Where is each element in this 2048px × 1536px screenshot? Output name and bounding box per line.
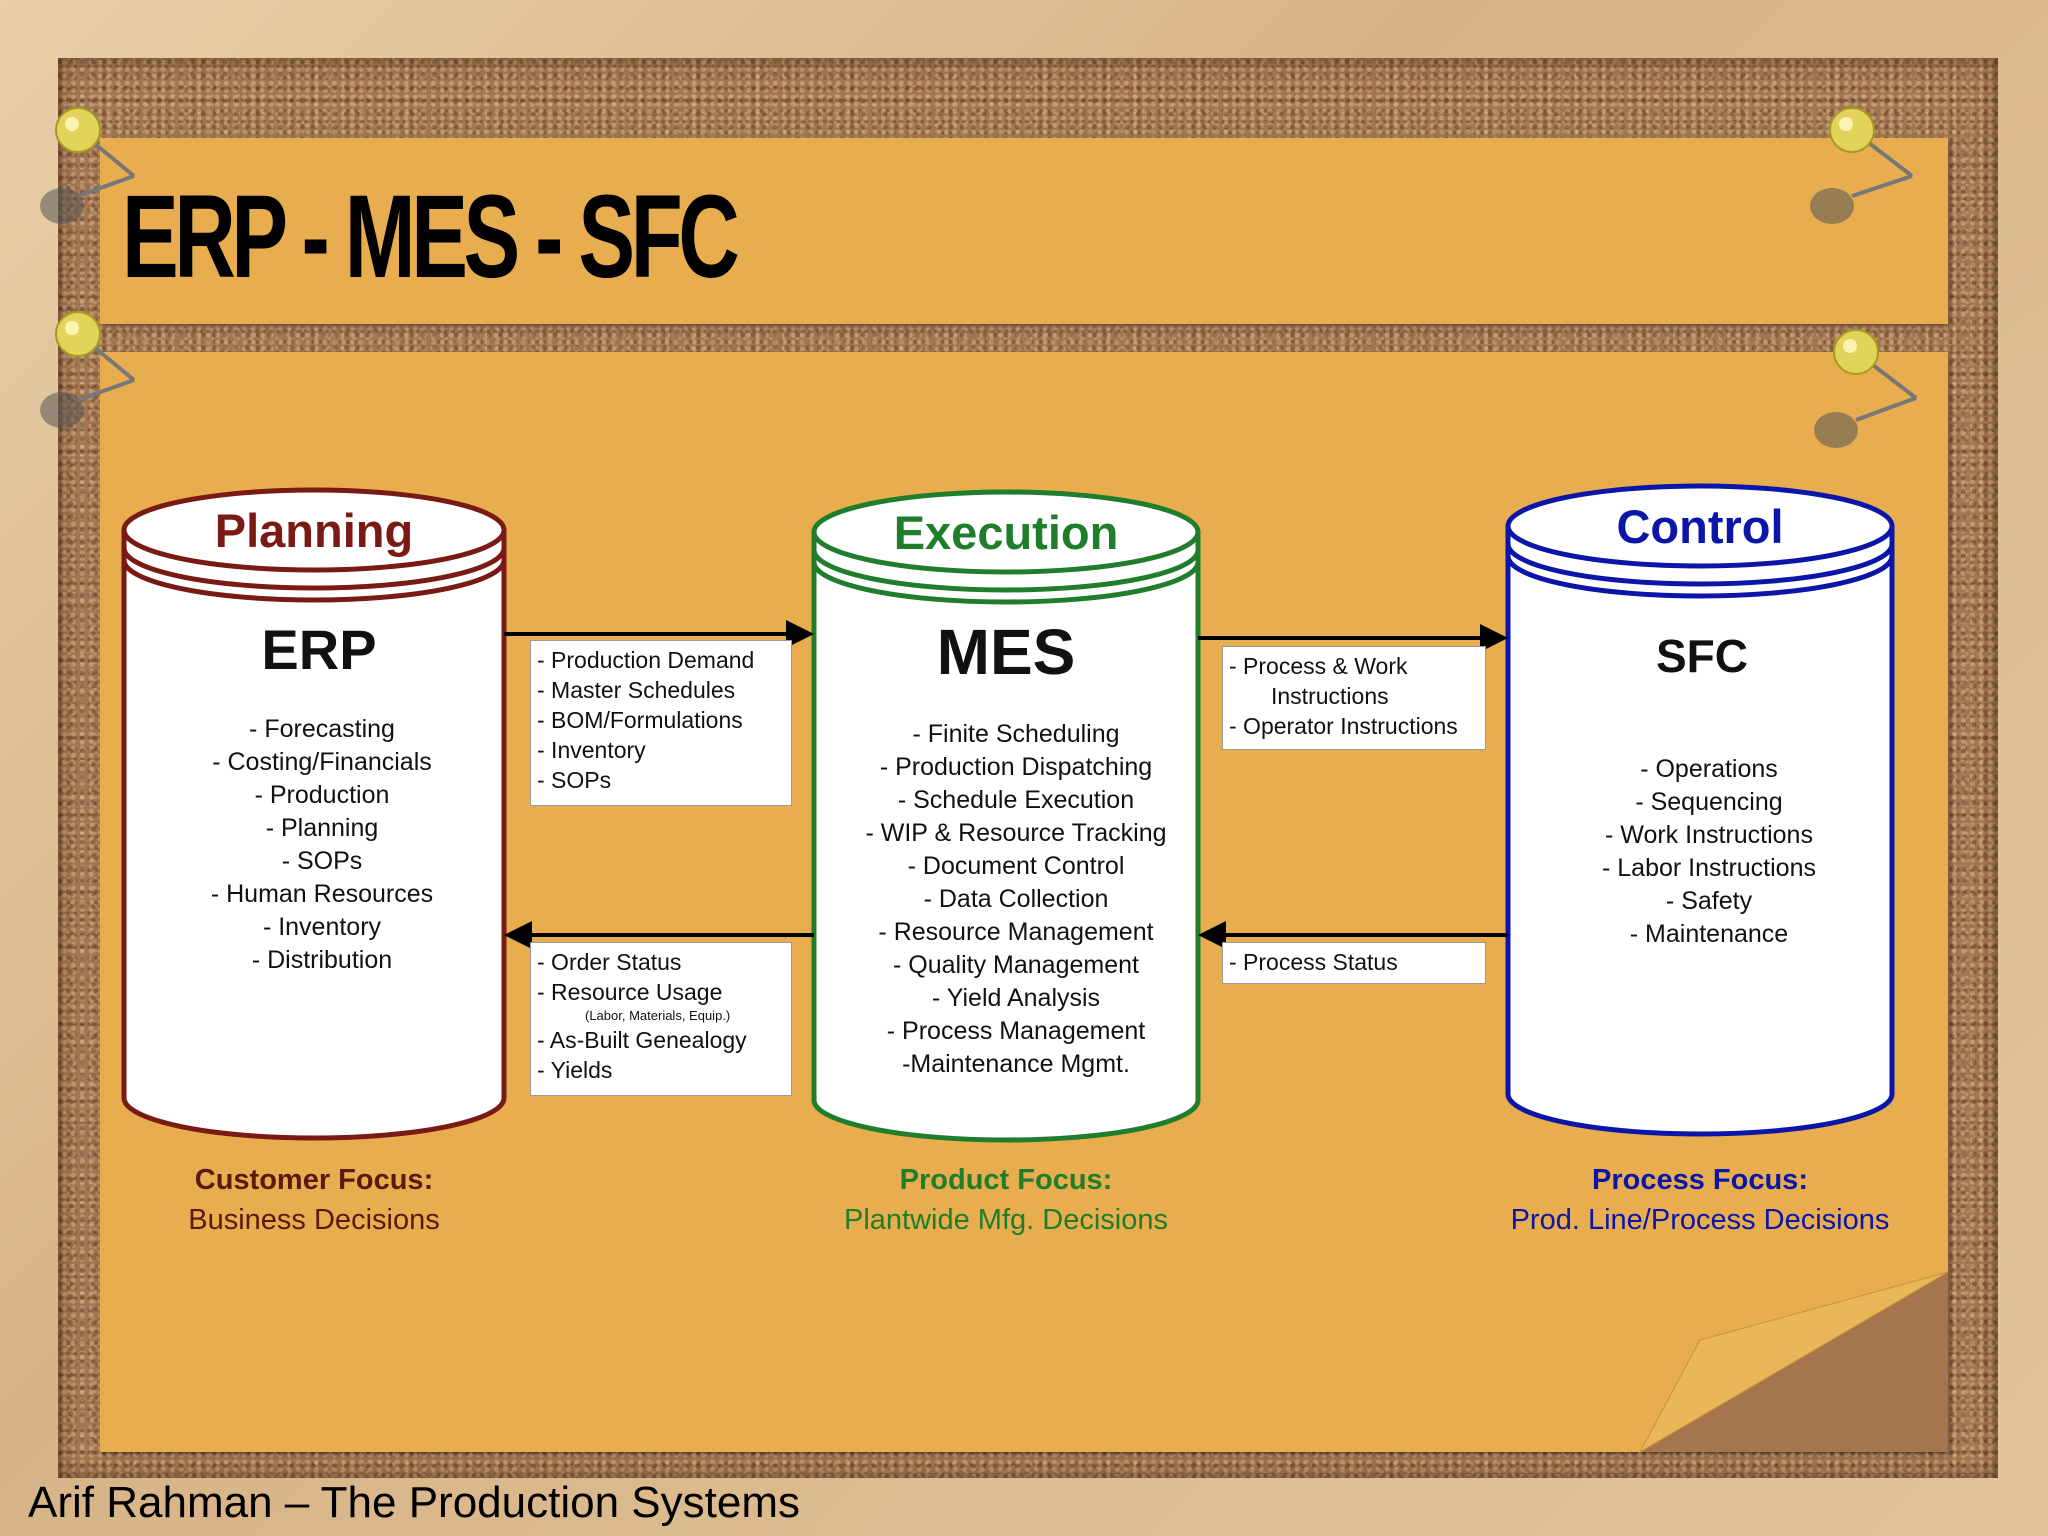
flow-item: - Yields xyxy=(537,1057,613,1083)
planning-label: Planning xyxy=(214,504,414,557)
erp-focus: Customer Focus: Business Decisions xyxy=(124,1160,504,1240)
execution-label: Execution xyxy=(893,506,1119,559)
flow-item: - Inventory xyxy=(537,737,646,763)
flow-item: - As-Built Genealogy xyxy=(537,1027,747,1053)
list-item: - Distribution xyxy=(251,946,393,974)
list-item: - Schedule Execution xyxy=(897,786,1135,814)
flow-item: - Production Demand xyxy=(537,647,755,673)
focus-text: Plantwide Mfg. Decisions xyxy=(844,1204,1168,1236)
focus-text: Prod. Line/Process Decisions xyxy=(1510,1204,1890,1236)
mes-heading: MES xyxy=(936,616,1076,688)
focus-heading: Process Focus: xyxy=(1592,1164,1808,1196)
list-item: - SOPs xyxy=(281,847,363,875)
mes-to-erp-box: - Order Status - Resource Usage (Labor, … xyxy=(530,942,792,1096)
focus-heading: Product Focus: xyxy=(899,1164,1113,1196)
flow-item: - Process & Work xyxy=(1229,653,1408,679)
list-item: - Resource Management xyxy=(878,918,1154,946)
sfc-cylinder xyxy=(1505,483,1895,1137)
sfc-to-mes-box: - Process Status xyxy=(1222,942,1486,984)
list-item: - Sequencing xyxy=(1635,788,1783,816)
list-item: - WIP & Resource Tracking xyxy=(865,819,1167,847)
pushpin-icon xyxy=(1810,107,1914,224)
sfc-function-list: - Operations - Sequencing - Work Instruc… xyxy=(1508,753,1910,951)
mes-function-list: - Finite Scheduling - Production Dispatc… xyxy=(814,718,1218,1081)
title-note xyxy=(100,138,1948,324)
arrowhead-left xyxy=(1198,921,1226,949)
list-item: - Work Instructions xyxy=(1605,821,1813,849)
list-item: - Production xyxy=(254,781,390,809)
erp-to-mes-box: - Production Demand - Master Schedules -… xyxy=(530,640,792,806)
pushpin-icon xyxy=(40,107,136,224)
list-item: - Forecasting xyxy=(249,715,395,743)
focus-text: Business Decisions xyxy=(188,1204,440,1236)
pushpin-icon xyxy=(40,311,136,428)
control-label: Control xyxy=(1616,500,1784,553)
list-item: -Maintenance Mgmt. xyxy=(902,1050,1130,1078)
list-item: - Inventory xyxy=(262,913,382,941)
arrowhead-left xyxy=(504,921,532,949)
page-title: ERP - MES - SFC xyxy=(122,171,740,303)
pushpin-icon xyxy=(1814,329,1918,448)
list-item: - Process Management xyxy=(886,1017,1146,1045)
flow-item: - Resource Usage xyxy=(537,979,723,1005)
footer-credit: Arif Rahman – The Production Systems xyxy=(28,1478,800,1527)
list-item: - Operations xyxy=(1640,755,1778,783)
flow-item: - Process Status xyxy=(1229,949,1398,975)
flow-item: - SOPs xyxy=(537,767,612,793)
erp-function-list: - Forecasting - Costing/Financials - Pro… xyxy=(124,713,520,977)
list-item: - Maintenance xyxy=(1629,920,1789,948)
mes-to-sfc-box: - Process & Work Instructions - Operator… xyxy=(1222,646,1486,750)
list-item: - Labor Instructions xyxy=(1602,854,1816,882)
list-item: - Costing/Financials xyxy=(212,748,432,776)
list-item: - Yield Analysis xyxy=(931,984,1101,1012)
arrowhead-right xyxy=(1480,624,1508,652)
list-item: - Human Resources xyxy=(210,880,434,908)
flow-item-note: (Labor, Materials, Equip.) xyxy=(585,1008,731,1023)
erp-cylinder xyxy=(121,487,507,1141)
flow-item: - Operator Instructions xyxy=(1229,713,1458,739)
list-item: - Planning xyxy=(265,814,379,842)
list-item: - Data Collection xyxy=(923,885,1109,913)
erp-heading: ERP xyxy=(261,618,377,681)
list-item: - Document Control xyxy=(907,852,1125,880)
flow-item: - BOM/Formulations xyxy=(537,707,743,733)
list-item: - Safety xyxy=(1665,887,1753,915)
focus-heading: Customer Focus: xyxy=(194,1164,434,1196)
flow-item: Instructions xyxy=(1271,683,1389,709)
sfc-heading: SFC xyxy=(1656,630,1748,682)
flow-item: - Order Status xyxy=(537,949,682,975)
list-item: - Finite Scheduling xyxy=(912,720,1120,748)
sfc-focus: Process Focus: Prod. Line/Process Decisi… xyxy=(1480,1160,1920,1240)
mes-focus: Product Focus: Plantwide Mfg. Decisions xyxy=(814,1160,1198,1240)
mes-cylinder xyxy=(811,489,1201,1143)
flow-arrows xyxy=(504,620,1508,949)
arrowhead-right xyxy=(786,620,814,648)
list-item: - Quality Management xyxy=(893,951,1139,979)
list-item: - Production Dispatching xyxy=(879,753,1153,781)
flow-item: - Master Schedules xyxy=(537,677,736,703)
